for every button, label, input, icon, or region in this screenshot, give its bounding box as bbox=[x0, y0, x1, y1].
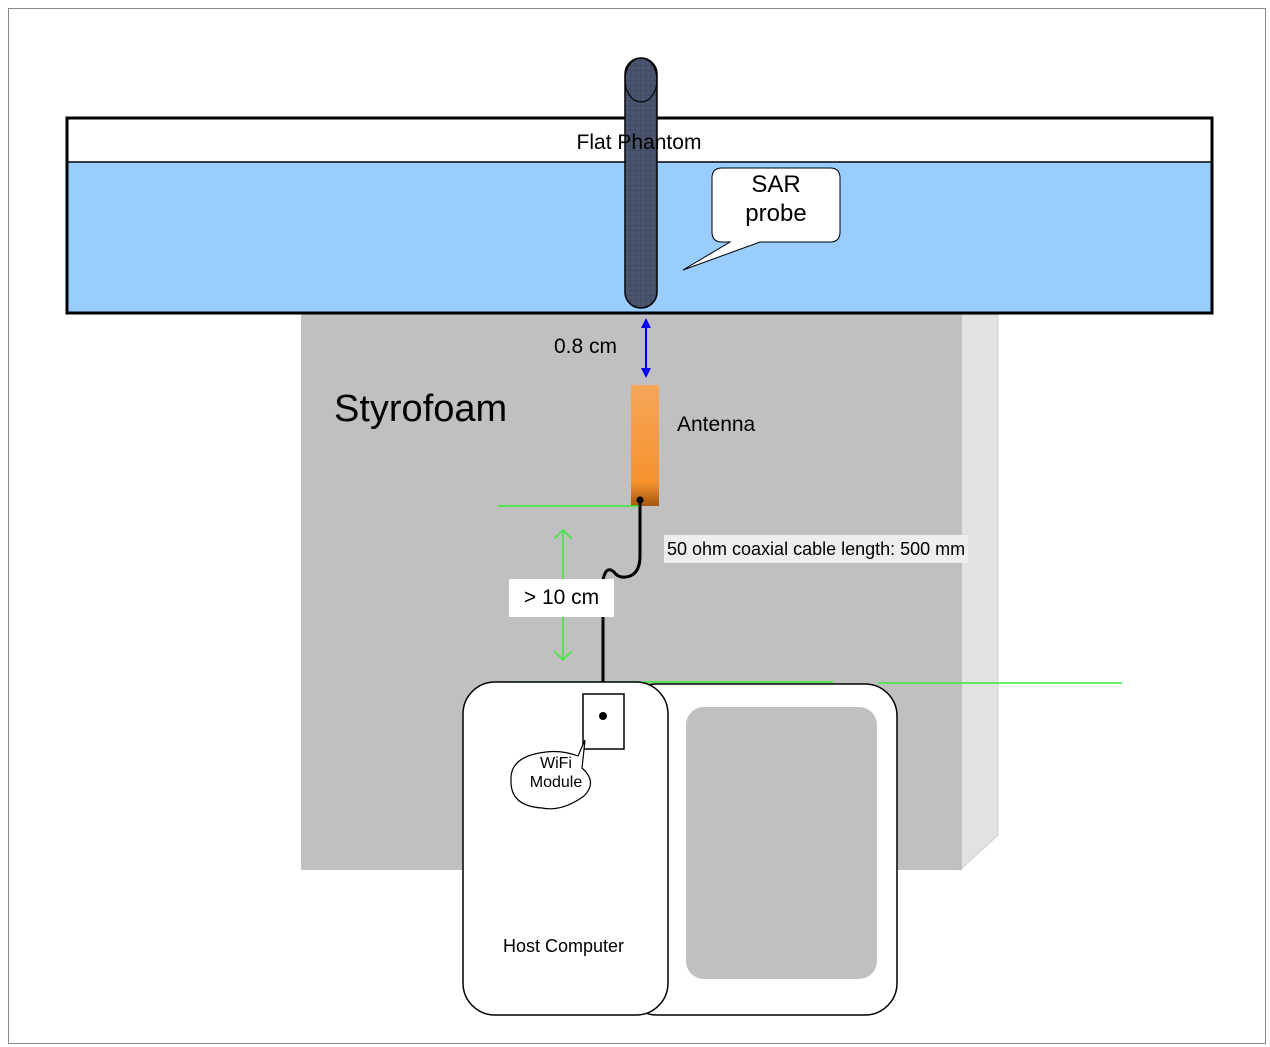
antenna bbox=[631, 385, 659, 506]
antenna-label: Antenna bbox=[677, 413, 756, 436]
wifi-callout bbox=[510, 739, 592, 810]
sar-probe-callout bbox=[682, 167, 841, 271]
host-computer-body bbox=[462, 681, 669, 1016]
coax-cable bbox=[601, 500, 642, 716]
styrofoam-side bbox=[959, 314, 999, 872]
sar-probe-top bbox=[624, 57, 658, 103]
sar-probe-label-line2: probe bbox=[745, 200, 807, 227]
separation-label: > 10 cm bbox=[509, 579, 614, 617]
wifi-module-label: WiFi Module bbox=[510, 754, 602, 792]
sar-probe-label: SAR probe bbox=[712, 170, 840, 228]
styrofoam-label: Styrofoam bbox=[334, 388, 508, 430]
wifi-module bbox=[582, 693, 625, 750]
cable-label-text: 50 ohm coaxial cable length: 500 mm bbox=[664, 535, 969, 563]
wifi-label-line1: WiFi bbox=[540, 755, 572, 772]
phantom-label: Flat Phantom bbox=[576, 131, 702, 154]
wifi-label-line2: Module bbox=[529, 774, 583, 791]
host-computer-screen bbox=[686, 707, 877, 979]
distance-label: 0.8 cm bbox=[554, 335, 618, 358]
cable-label: 50 ohm coaxial cable length: 500 mm bbox=[664, 535, 969, 563]
sar-probe-label-line1: SAR bbox=[751, 171, 801, 198]
host-computer-label: Host Computer bbox=[502, 936, 625, 956]
